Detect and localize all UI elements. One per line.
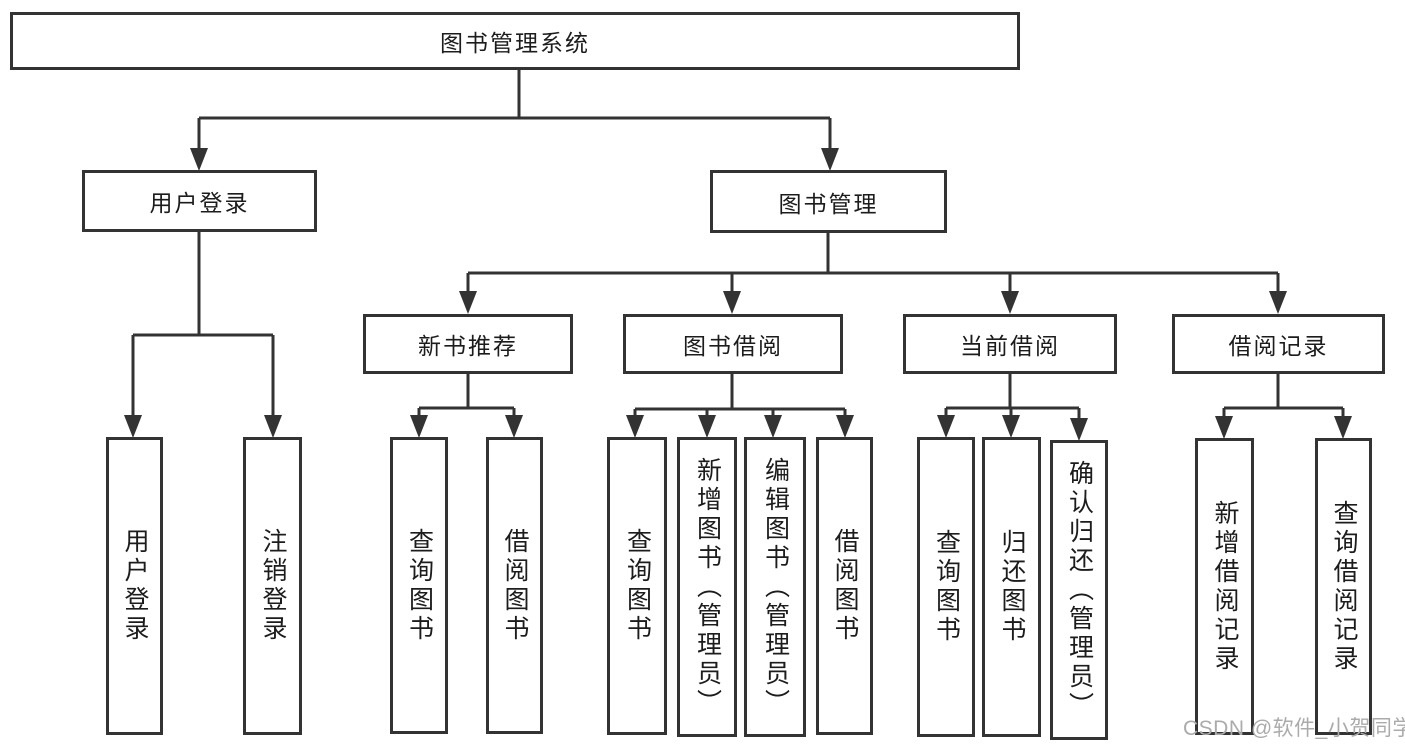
leaf-borrow-add-book-admin-label: 新增图书（管理员）	[693, 456, 722, 718]
leaf-borrow-borrow-book: 借阅图书	[816, 437, 873, 735]
leaf-records-add-record: 新增借阅记录	[1195, 438, 1254, 735]
leaf-user-login: 用户登录	[106, 437, 163, 735]
arrowheads	[124, 148, 1352, 441]
leaf-recommend-query-book: 查询图书	[390, 437, 448, 734]
node-borrow-records-label: 借阅记录	[1228, 333, 1329, 359]
node-book-borrow-label: 图书借阅	[683, 333, 783, 359]
node-root-system-label: 图书管理系统	[440, 30, 590, 56]
leaf-current-query-book-label: 查询图书	[932, 529, 961, 645]
node-root-system: 图书管理系统	[10, 12, 1020, 70]
leaf-current-return-book-label: 归还图书	[998, 529, 1026, 645]
node-new-book-recommend: 新书推荐	[363, 314, 573, 374]
leaf-recommend-borrow-book: 借阅图书	[486, 437, 543, 734]
node-book-borrow: 图书借阅	[623, 314, 843, 374]
leaf-records-query-record: 查询借阅记录	[1315, 438, 1372, 735]
leaf-borrow-edit-book-admin-label: 编辑图书（管理员）	[761, 456, 790, 718]
node-user-login: 用户登录	[82, 170, 317, 232]
leaf-borrow-query-book-label: 查询图书	[623, 528, 652, 644]
leaf-borrow-query-book: 查询图书	[607, 437, 667, 735]
node-current-borrow-label: 当前借阅	[960, 333, 1060, 359]
leaf-borrow-add-book-admin: 新增图书（管理员）	[677, 437, 737, 737]
node-user-login-label: 用户登录	[149, 190, 250, 216]
leaf-current-confirm-return-admin-label: 确认归还（管理员）	[1065, 459, 1094, 721]
leaf-logout-label: 注销登录	[259, 528, 287, 644]
leaf-user-login-label: 用户登录	[121, 528, 149, 644]
leaf-current-confirm-return-admin: 确认归还（管理员）	[1050, 440, 1108, 740]
leaf-recommend-query-book-label: 查询图书	[405, 527, 434, 644]
leaf-logout: 注销登录	[243, 437, 302, 735]
leaf-borrow-edit-book-admin: 编辑图书（管理员）	[744, 437, 806, 737]
node-book-management: 图书管理	[710, 170, 947, 233]
node-new-book-recommend-label: 新书推荐	[418, 333, 518, 359]
node-book-management-label: 图书管理	[778, 190, 879, 217]
leaf-records-query-record-label: 查询借阅记录	[1330, 499, 1358, 674]
leaf-current-return-book: 归还图书	[982, 437, 1041, 737]
leaf-current-query-book: 查询图书	[917, 437, 975, 737]
node-current-borrow: 当前借阅	[903, 314, 1117, 374]
leaf-borrow-borrow-book-label: 借阅图书	[831, 528, 859, 644]
leaf-recommend-borrow-book-label: 借阅图书	[501, 527, 529, 644]
node-borrow-records: 借阅记录	[1172, 314, 1385, 374]
leaf-records-add-record-label: 新增借阅记录	[1211, 499, 1239, 674]
csdn-watermark: CSDN @软件_小贺同学	[1183, 717, 1405, 740]
